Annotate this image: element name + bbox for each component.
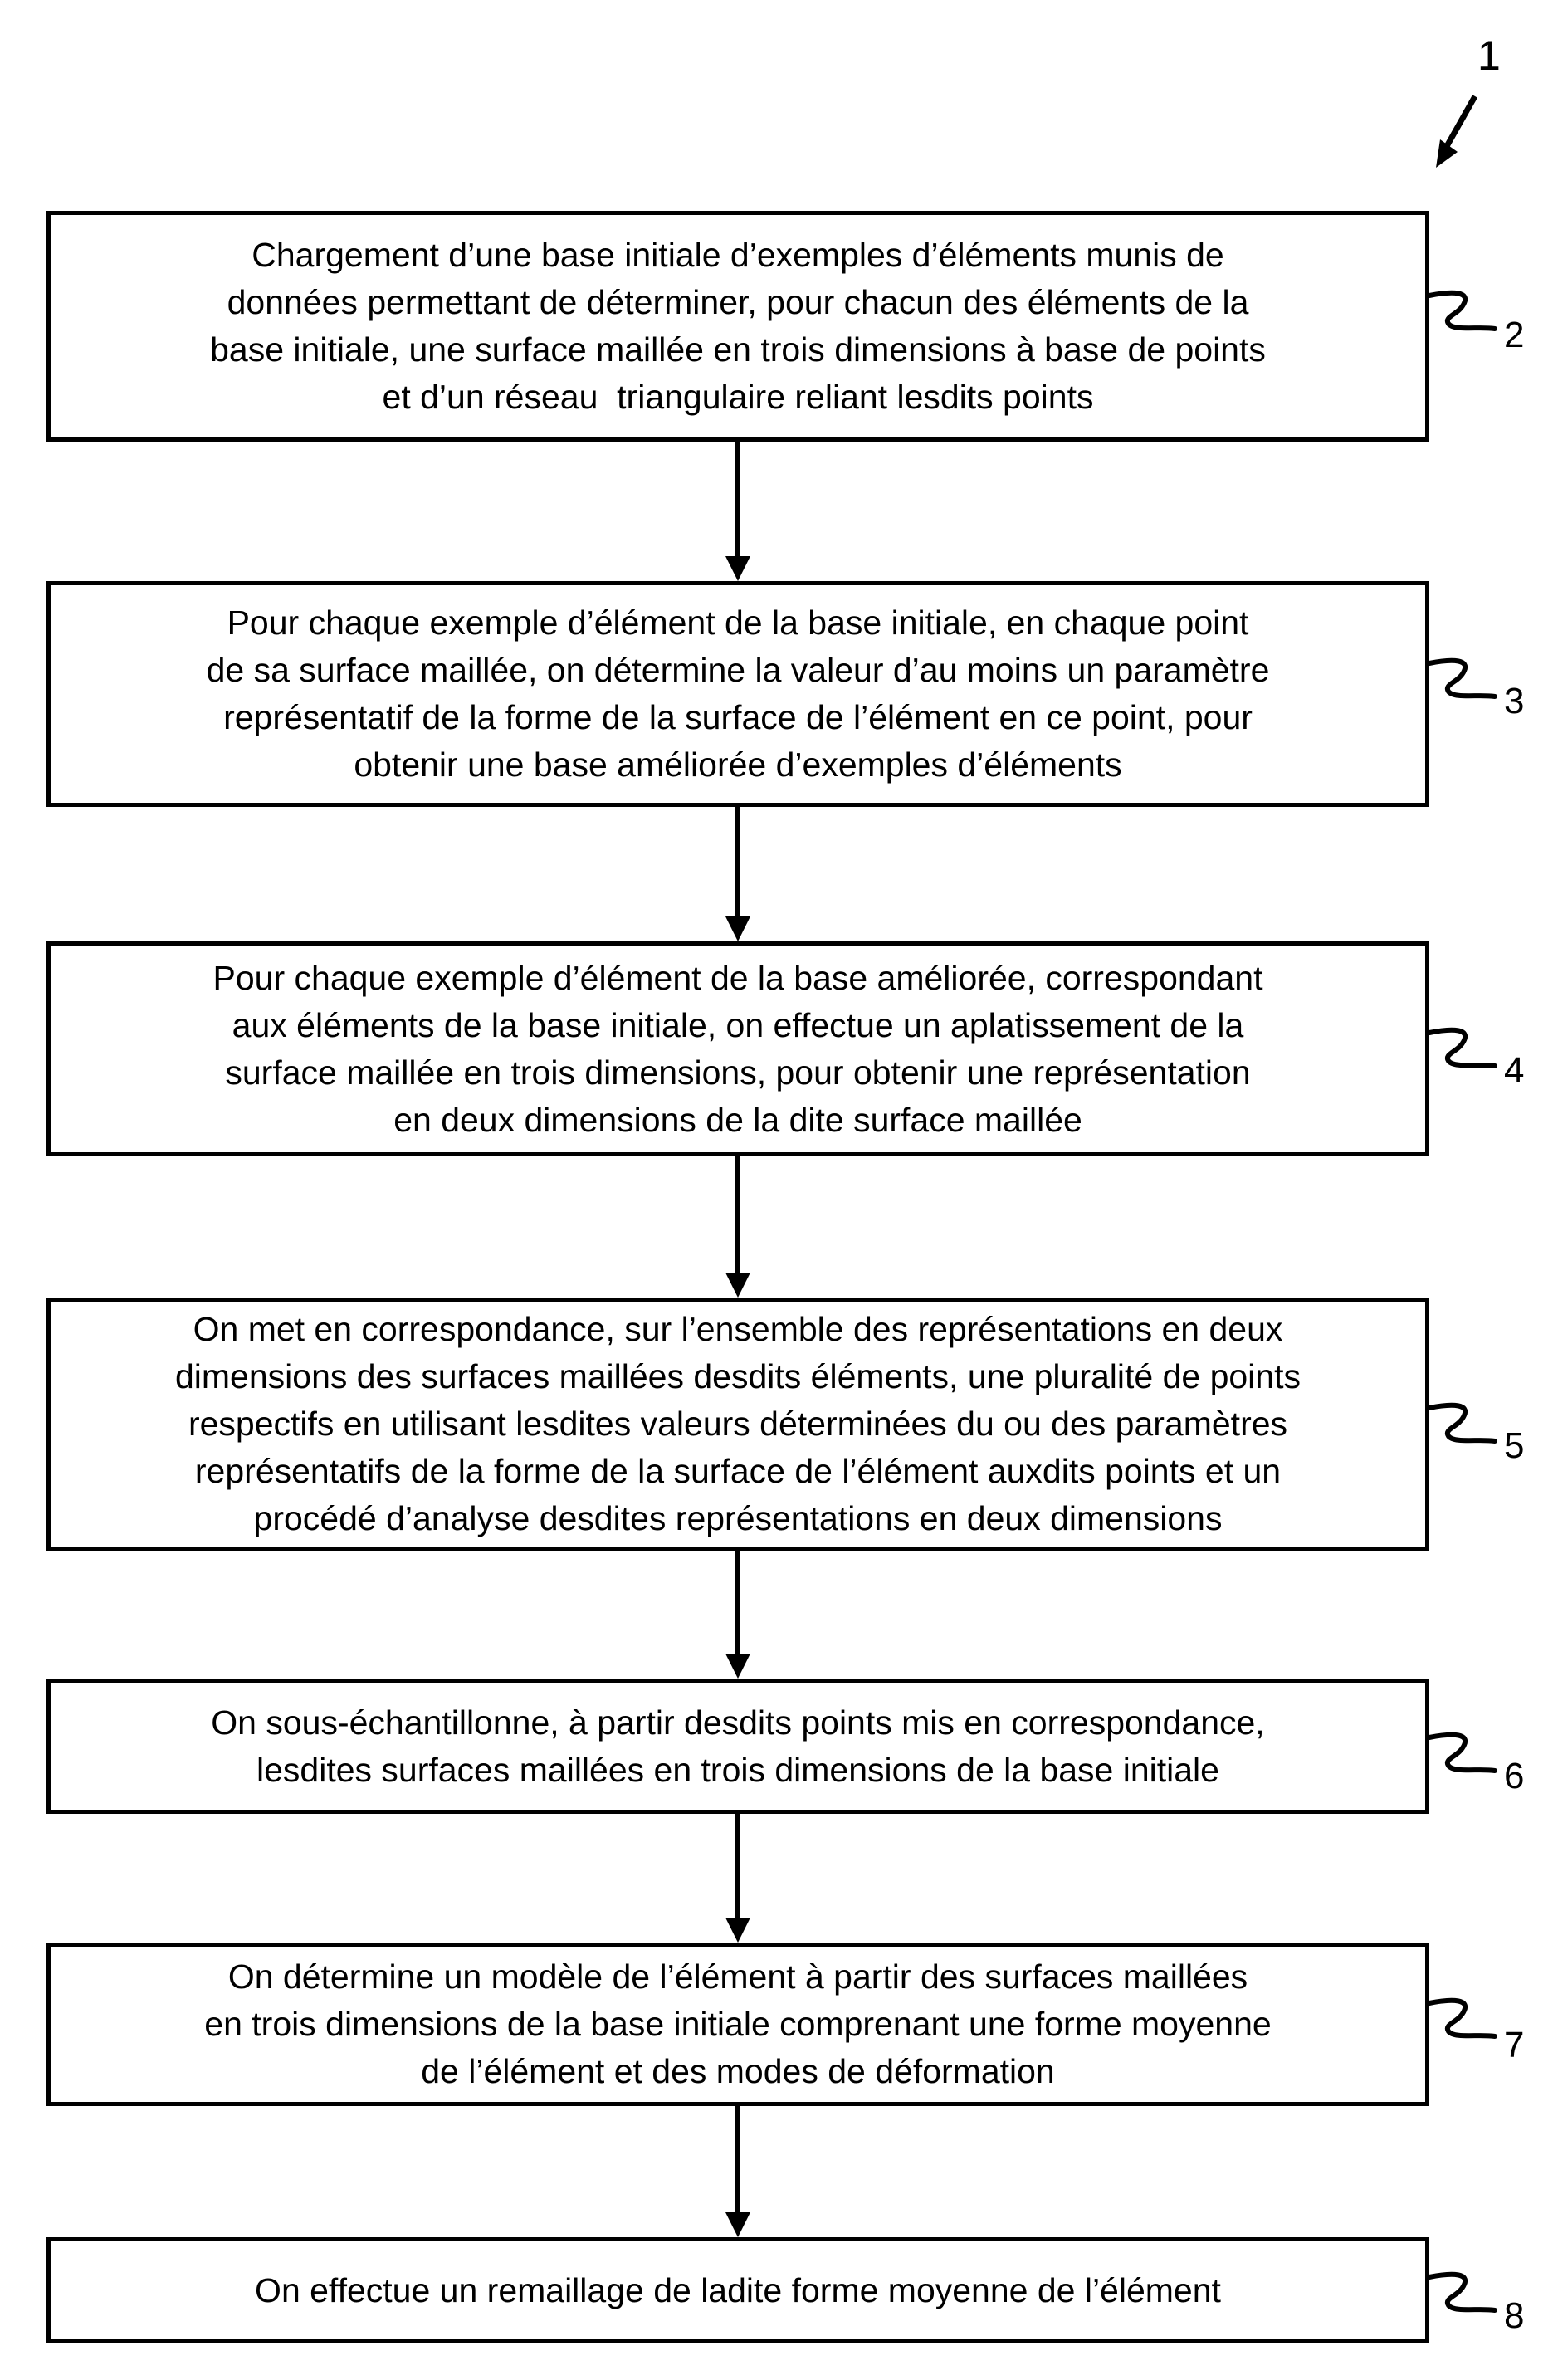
- flow-step-box-3: Pour chaque exemple d’élément de la base…: [46, 941, 1429, 1156]
- reference-number: 6: [1504, 1756, 1525, 1796]
- reference-number: 8: [1504, 2295, 1525, 2336]
- step-text-line: dimensions des surfaces maillées desdits…: [174, 1357, 1301, 1395]
- flow-step-box-2: Pour chaque exemple d’élément de la base…: [46, 581, 1429, 807]
- down-arrow-shaft: [735, 1156, 740, 1274]
- figure-number: 1: [1477, 32, 1501, 79]
- down-arrow-shaft: [735, 1814, 740, 1919]
- reference-squiggle-icon: [1428, 1732, 1497, 1773]
- down-arrow-head-icon: [725, 2212, 750, 2237]
- reference-squiggle-icon: [1428, 290, 1497, 331]
- step-text-line: On met en correspondance, sur l’ensemble…: [193, 1310, 1283, 1348]
- step-text-line: Chargement d’une base initiale d’exemple…: [252, 236, 1224, 274]
- step-text-line: en deux dimensions de la dite surface ma…: [393, 1100, 1082, 1139]
- step-text-line: représentatifs de la forme de la surface…: [194, 1452, 1282, 1490]
- reference-squiggle-icon: [1428, 657, 1497, 699]
- reference-squiggle-icon: [1428, 1997, 1497, 2039]
- step-text-line: respectifs en utilisant lesdites valeurs…: [188, 1405, 1288, 1443]
- reference-number: 7: [1504, 2025, 1525, 2065]
- down-arrow-shaft: [735, 442, 740, 560]
- reference-squiggle-icon: [1428, 2271, 1497, 2313]
- step-text-line: Pour chaque exemple d’élément de la base…: [212, 958, 1263, 997]
- flow-step-box-6: On détermine un modèle de l’élément à pa…: [46, 1943, 1429, 2106]
- figure-pointer-arrow-icon: [1436, 95, 1478, 168]
- step-text-line: représentatif de la forme de la surface …: [223, 698, 1253, 736]
- step-text-line: Pour chaque exemple d’élément de la base…: [227, 604, 1249, 642]
- step-text-line: en trois dimensions de la base initiale …: [204, 2005, 1272, 2043]
- step-text-line: et d’un réseau triangulaire reliant lesd…: [382, 378, 1094, 416]
- down-arrow-shaft: [735, 807, 740, 918]
- reference-squiggle-icon: [1428, 1027, 1497, 1068]
- reference-number: 5: [1504, 1425, 1525, 1466]
- step-text-line: données permettant de déterminer, pour c…: [227, 283, 1249, 321]
- flow-step-box-4: On met en correspondance, sur l’ensemble…: [46, 1298, 1429, 1551]
- reference-number: 2: [1504, 315, 1525, 355]
- step-text-line: lesdites surfaces maillées en trois dime…: [256, 1750, 1219, 1789]
- down-arrow-head-icon: [725, 1273, 750, 1298]
- down-arrow-head-icon: [725, 1654, 750, 1679]
- step-text-line: de l’élément et des modes de déformation: [421, 2052, 1055, 2090]
- step-text-line: de sa surface maillée, on détermine la v…: [206, 651, 1270, 689]
- step-text-line: On sous-échantillonne, à partir desdits …: [211, 1703, 1265, 1742]
- flow-step-box-5: On sous-échantillonne, à partir desdits …: [46, 1679, 1429, 1814]
- down-arrow-head-icon: [725, 1918, 750, 1943]
- step-text-line: surface maillée en trois dimensions, pou…: [225, 1053, 1251, 1092]
- down-arrow-shaft: [735, 2106, 740, 2214]
- reference-number: 3: [1504, 681, 1525, 721]
- step-text-line: base initiale, une surface maillée en tr…: [210, 330, 1266, 369]
- reference-squiggle-icon: [1428, 1402, 1497, 1444]
- step-text-line: On détermine un modèle de l’élément à pa…: [227, 1957, 1248, 1996]
- step-text-line: aux éléments de la base initiale, on eff…: [232, 1005, 1244, 1044]
- flow-step-box-1: Chargement d’une base initiale d’exemple…: [46, 211, 1429, 442]
- down-arrow-head-icon: [725, 556, 750, 581]
- down-arrow-head-icon: [725, 916, 750, 941]
- step-text-line: On effectue un remaillage de ladite form…: [255, 2270, 1221, 2309]
- step-text-line: procédé d’analyse desdites représentatio…: [253, 1499, 1223, 1537]
- reference-number: 4: [1504, 1050, 1525, 1091]
- down-arrow-shaft: [735, 1551, 740, 1655]
- step-text-line: obtenir une base améliorée d’exemples d’…: [354, 745, 1122, 784]
- flow-step-box-7: On effectue un remaillage de ladite form…: [46, 2237, 1429, 2343]
